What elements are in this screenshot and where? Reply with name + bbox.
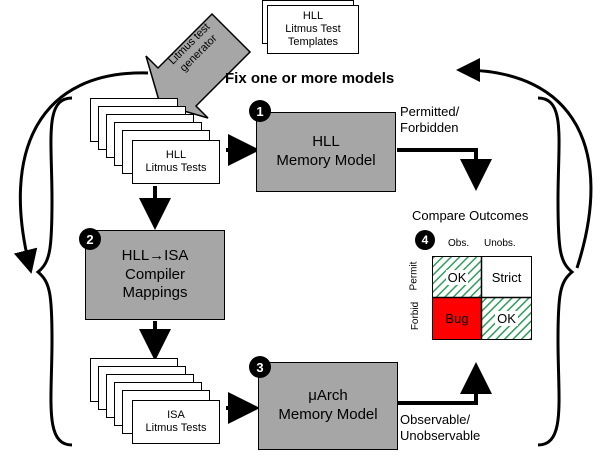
cell-forbid-obs: Bug xyxy=(445,311,469,326)
uarch-model-line1: μArch xyxy=(308,387,348,405)
fix-models-label: Fix one or more models xyxy=(225,70,395,87)
compiler-line2: Compiler xyxy=(124,265,185,283)
badge-4: 4 xyxy=(415,230,435,250)
right-loop-arrow xyxy=(456,58,593,269)
compiler-line3: Mappings xyxy=(122,284,188,302)
hll-tests-line1: HLL xyxy=(165,148,187,161)
observable-label: Observable/ Unobservable xyxy=(400,412,480,443)
observable-line2: Unobservable xyxy=(400,427,481,443)
hll-tests-card: HLL Litmus Tests xyxy=(132,140,220,184)
cell-permit-obs-text: OK xyxy=(445,269,469,285)
uarch-model-line2: Memory Model xyxy=(278,406,378,423)
col-obs-label: Obs. xyxy=(448,238,470,249)
row-forbid-label: Forbid xyxy=(410,301,422,331)
cell-permit-obs: OK xyxy=(433,257,481,297)
permitted-forbidden-label: Permitted/ Forbidden xyxy=(400,104,459,135)
badge-3: 3 xyxy=(249,356,271,378)
templates-line3: Templates xyxy=(287,36,339,49)
badge-1: 1 xyxy=(249,100,271,122)
permitted-line2: Forbidden xyxy=(400,119,459,135)
left-brace xyxy=(35,96,73,447)
templates-line2: Litmus Test xyxy=(285,22,341,35)
cell-forbid-obs-fill xyxy=(433,297,482,339)
templates-line1: HLL xyxy=(302,9,324,22)
arrow-uarch-to-compare xyxy=(397,362,492,405)
hll-model-line2: Memory Model xyxy=(276,152,376,169)
col-unobs-label: Unobs. xyxy=(484,238,516,249)
hll-model-line1: HLL xyxy=(312,133,340,151)
isa-tests-line2: Litmus Tests xyxy=(145,422,207,434)
badge-2: 2 xyxy=(79,228,101,250)
right-brace xyxy=(537,96,575,447)
compare-title: Compare Outcomes xyxy=(412,208,529,223)
compiler-mappings-box: HLL→ISA Compiler Mappings xyxy=(85,230,225,320)
cell-forbid-unobs-text: OK xyxy=(495,311,518,326)
arrow-hll-model-to-compare xyxy=(397,148,492,191)
cell-permit-unobs: Strict xyxy=(491,269,522,285)
isa-tests-card: ISA Litmus Tests xyxy=(132,400,220,444)
outcome-grid: OK Strict Bug OK xyxy=(432,256,532,340)
left-loop-arrow xyxy=(13,71,149,274)
hll-tests-line2: Litmus Tests xyxy=(145,162,207,174)
isa-tests-line1: ISA xyxy=(167,408,185,421)
row-permit-label: Permit xyxy=(408,261,420,291)
permitted-line1: Permitted/ xyxy=(400,104,460,119)
uarch-memory-model-box: μArch Memory Model xyxy=(258,362,398,450)
templates-card: HLL Litmus Test Templates xyxy=(267,5,359,54)
compiler-line1: HLL→ISA xyxy=(121,246,189,264)
observable-line1: Observable/ xyxy=(400,412,471,427)
cell-forbid-unobs: OK xyxy=(482,298,531,339)
hll-memory-model-box: HLL Memory Model xyxy=(256,112,396,192)
